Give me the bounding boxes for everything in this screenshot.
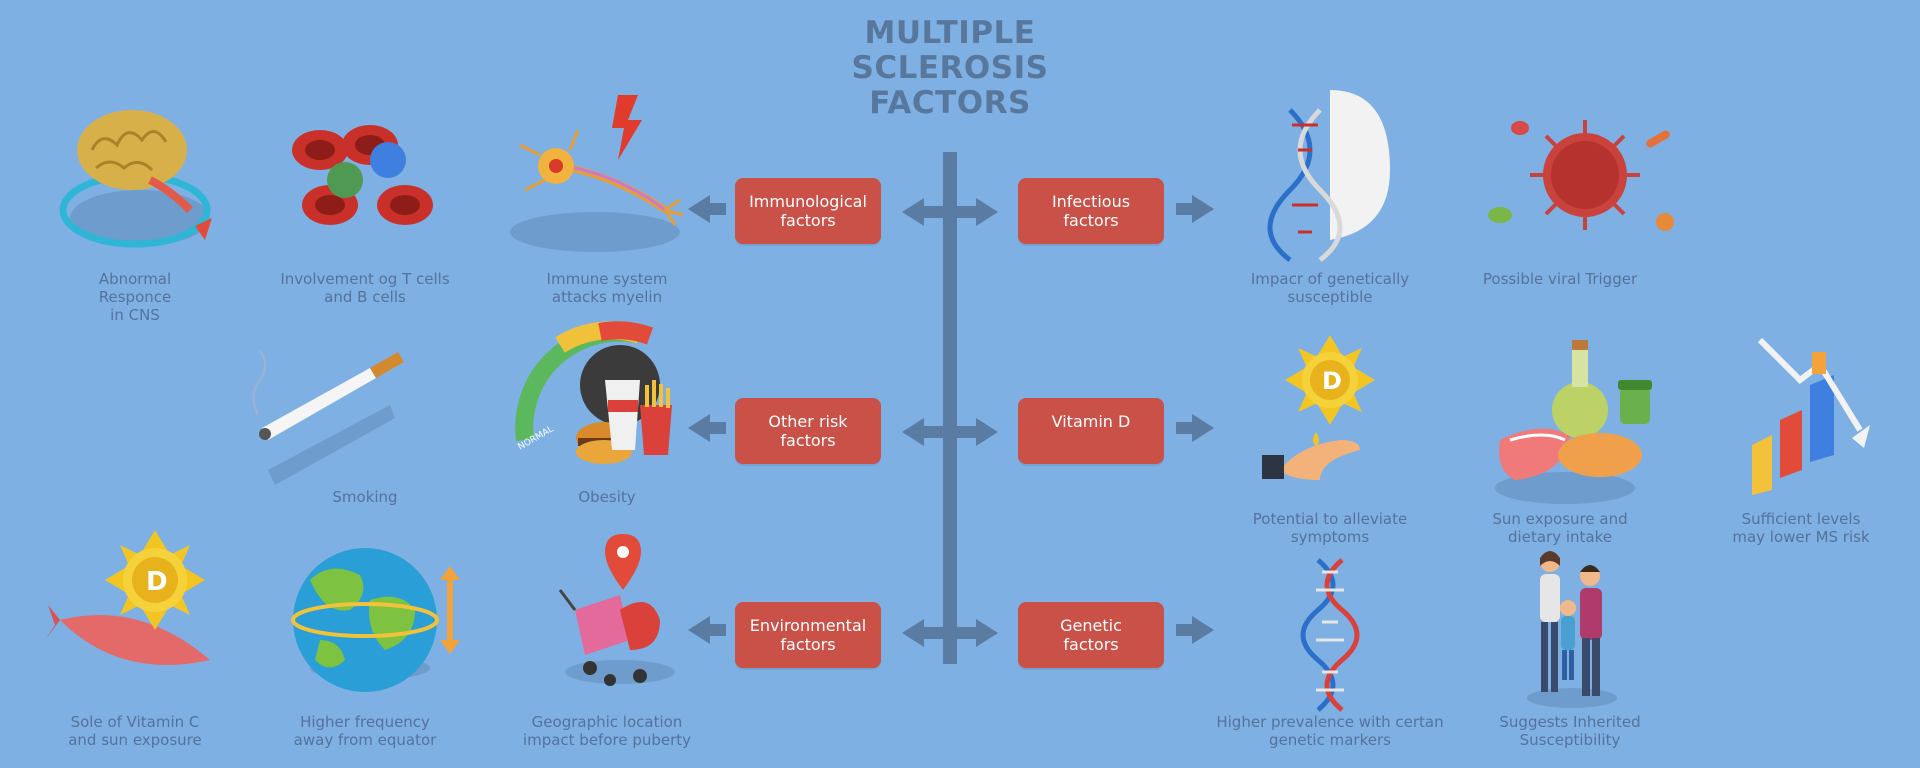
blood-cells-icon	[292, 125, 433, 225]
label-inherited-line-2: Susceptibility	[1519, 731, 1621, 749]
genetic-line-2: factors	[1063, 635, 1119, 654]
infectious-line-1: Infectious	[1051, 192, 1131, 211]
label-abnormal-line-2: Responce	[98, 288, 172, 306]
label-obesity-line-1: Obesity	[578, 488, 636, 506]
label-genetically-susceptible: Impacr of genetically susceptible	[1210, 270, 1450, 306]
arrow-other-risk	[688, 414, 726, 442]
label-geographic: Geographic location impact before pubert…	[487, 713, 727, 749]
label-equator: Higher frequency away from equator	[245, 713, 485, 749]
other-risk-line-2: factors	[780, 431, 836, 450]
label-genetic-markers: Higher prevalence with certan genetic ma…	[1210, 713, 1450, 749]
environmental-line-2: factors	[780, 635, 836, 654]
vitamin-d-line-1: Vitamin D	[1051, 412, 1131, 431]
label-genetically-line-1: Impacr of genetically	[1250, 270, 1410, 288]
label-obesity: Obesity	[487, 488, 727, 506]
neuron-icon	[510, 95, 684, 252]
title-line-2: SCLEROSIS	[851, 50, 1049, 86]
label-viral-trigger: Possible viral Trigger	[1440, 270, 1680, 288]
branch-arrow-left-1	[902, 198, 943, 226]
gauge-food-icon: NORMAL	[515, 321, 672, 464]
label-sun-dietary: Sun exposure and dietary intake	[1440, 510, 1680, 546]
label-markers-line-1: Higher prevalence with certan	[1216, 713, 1444, 731]
label-geographic-line-2: impact before puberty	[522, 731, 692, 749]
environmental-line-1: Environmental	[749, 616, 867, 635]
label-sufficient-line-2: may lower MS risk	[1732, 528, 1870, 546]
infectious-line-2: factors	[1063, 211, 1119, 230]
label-inherited-line-1: Suggests Inherited	[1499, 713, 1641, 731]
label-equator-line-1: Higher frequency	[300, 713, 430, 731]
virus-icon	[1488, 120, 1674, 231]
arrow-vitamin-d	[1176, 414, 1214, 442]
label-vitc-line-1: Sole of Vitamin C	[70, 713, 200, 731]
label-alleviate-line-1: Potential to alleviate	[1252, 510, 1408, 528]
label-myelin-line-1: Immune system	[546, 270, 668, 288]
dna-strand-icon	[1300, 558, 1360, 712]
brain-icon	[59, 110, 212, 248]
label-sun-diet-line-1: Sun exposure and	[1492, 510, 1628, 528]
label-smoking-line-1: Smoking	[332, 488, 398, 506]
label-geographic-line-1: Geographic location	[531, 713, 683, 731]
dna-head-icon	[1267, 90, 1390, 262]
label-genetically-line-2: susceptible	[1287, 288, 1373, 306]
central-spine	[943, 152, 957, 664]
arrow-environmental	[688, 616, 726, 644]
vitamin-d-box: Vitamin D	[1018, 398, 1164, 464]
sun-hand-icon: D	[1262, 335, 1375, 480]
title-line-1: MULTIPLE	[864, 15, 1036, 51]
label-tcells-line-2: and B cells	[324, 288, 406, 306]
arrow-immunological	[688, 195, 726, 223]
vitamin-letter-2: D	[146, 567, 168, 597]
label-sufficient-line-1: Sufficient levels	[1741, 510, 1861, 528]
label-sun-diet-line-2: dietary intake	[1508, 528, 1612, 546]
vitamin-letter-1: D	[1322, 367, 1342, 395]
label-abnormal-line-1: Abnormal	[98, 270, 172, 288]
label-viral-line-1: Possible viral Trigger	[1482, 270, 1638, 288]
branch-arrows	[902, 198, 998, 647]
label-sufficient-levels: Sufficient levels may lower MS risk	[1681, 510, 1920, 546]
label-alleviate-line-2: symptoms	[1290, 528, 1370, 546]
label-myelin-line-2: attacks myelin	[551, 288, 663, 306]
bar-chart-icon	[1752, 337, 1870, 495]
label-inherited: Suggests Inherited Susceptibility	[1450, 713, 1690, 749]
label-abnormal-response: Abnormal Responce in CNS	[15, 270, 255, 324]
stroller-pin-icon	[558, 534, 675, 686]
branch-arrow-right-1	[957, 198, 998, 226]
label-markers-line-2: genetic markers	[1269, 731, 1391, 749]
branch-arrow-right-3	[957, 619, 998, 647]
branch-arrow-left-3	[902, 619, 943, 647]
label-alleviate-symptoms: Potential to alleviate symptoms	[1210, 510, 1450, 546]
immunological-line-2: factors	[780, 211, 836, 230]
title-line-3: FACTORS	[869, 85, 1031, 121]
label-abnormal-line-3: in CNS	[110, 306, 160, 324]
branch-arrow-left-2	[902, 418, 943, 446]
label-equator-line-2: away from equator	[293, 731, 437, 749]
genetic-line-1: Genetic	[1060, 616, 1122, 635]
label-tcells-line-1: Involvement og T cells	[280, 270, 450, 288]
page-title: MULTIPLE SCLEROSIS FACTORS	[820, 16, 1080, 121]
label-immune-myelin: Immune system attacks myelin	[487, 270, 727, 306]
globe-icon	[291, 548, 460, 692]
label-smoking: Smoking	[245, 488, 485, 506]
arrow-genetic	[1176, 616, 1214, 644]
family-icon	[1527, 551, 1617, 708]
cigarette-icon	[252, 349, 404, 485]
food-bottles-icon	[1495, 340, 1652, 504]
label-vitamin-c: Sole of Vitamin C and sun exposure	[15, 713, 255, 749]
arrow-infectious	[1176, 195, 1214, 223]
other-risk-line-1: Other risk	[768, 412, 848, 431]
immunological-line-1: Immunological	[749, 192, 867, 211]
label-vitc-line-2: and sun exposure	[68, 731, 202, 749]
label-t-b-cells: Involvement og T cells and B cells	[245, 270, 485, 306]
sun-fish-icon: D	[45, 530, 210, 665]
branch-arrow-right-2	[957, 418, 998, 446]
